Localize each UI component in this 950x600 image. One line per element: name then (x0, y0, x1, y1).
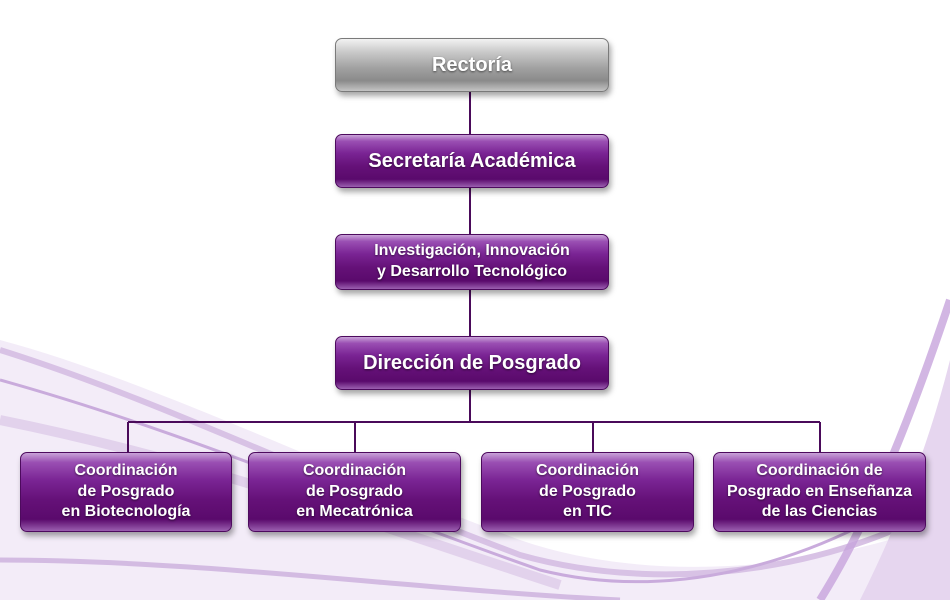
node-label-line: en TIC (563, 503, 612, 521)
node-label-line: Coordinación (535, 461, 640, 479)
node-label-line: Coordinación (74, 461, 178, 479)
node-label-line: y Desarrollo Tecnológico (377, 263, 567, 280)
node-coordinacion-ensenanza-ciencias: Coordinación de Posgrado en Enseñanza de… (713, 452, 926, 532)
node-label-line: en Biotecnología (61, 503, 191, 521)
node-label-line: Investigación, Innovación (374, 242, 570, 260)
node-coordinacion-tic: Coordinación de Posgrado en TIC (481, 452, 694, 532)
node-secretaria-academica: Secretaría Académica (335, 134, 609, 188)
node-rectoria: Rectoría (335, 38, 609, 92)
node-label-line: Coordinación (302, 461, 407, 479)
node-label: Rectoría (431, 54, 513, 76)
background-swoosh (860, 360, 950, 600)
node-label-line: de Posgrado (306, 482, 403, 500)
node-coordinacion-biotecnologia: Coordinación de Posgrado en Biotecnologí… (20, 452, 232, 532)
node-coordinacion-mecatronica: Coordinación de Posgrado en Mecatrónica (248, 452, 461, 532)
node-label-line: en Mecatrónica (296, 503, 413, 521)
node-label-line: Posgrado en Enseñanza (727, 482, 912, 500)
node-label-line: Coordinación de (756, 461, 883, 479)
background-swoosh (0, 347, 950, 578)
node-label-line: de Posgrado (77, 482, 175, 500)
background-swoosh (0, 378, 950, 584)
node-investigacion: Investigación, Innovación y Desarrollo T… (335, 234, 609, 290)
node-label: Dirección de Posgrado (363, 352, 581, 374)
node-direccion-posgrado: Dirección de Posgrado (335, 336, 609, 390)
background-swoosh (0, 340, 950, 600)
node-label: Secretaría Académica (368, 150, 576, 172)
node-label-line: de Posgrado (539, 482, 636, 500)
background-swoosh (0, 557, 621, 600)
node-label-line: de las Ciencias (761, 503, 878, 521)
